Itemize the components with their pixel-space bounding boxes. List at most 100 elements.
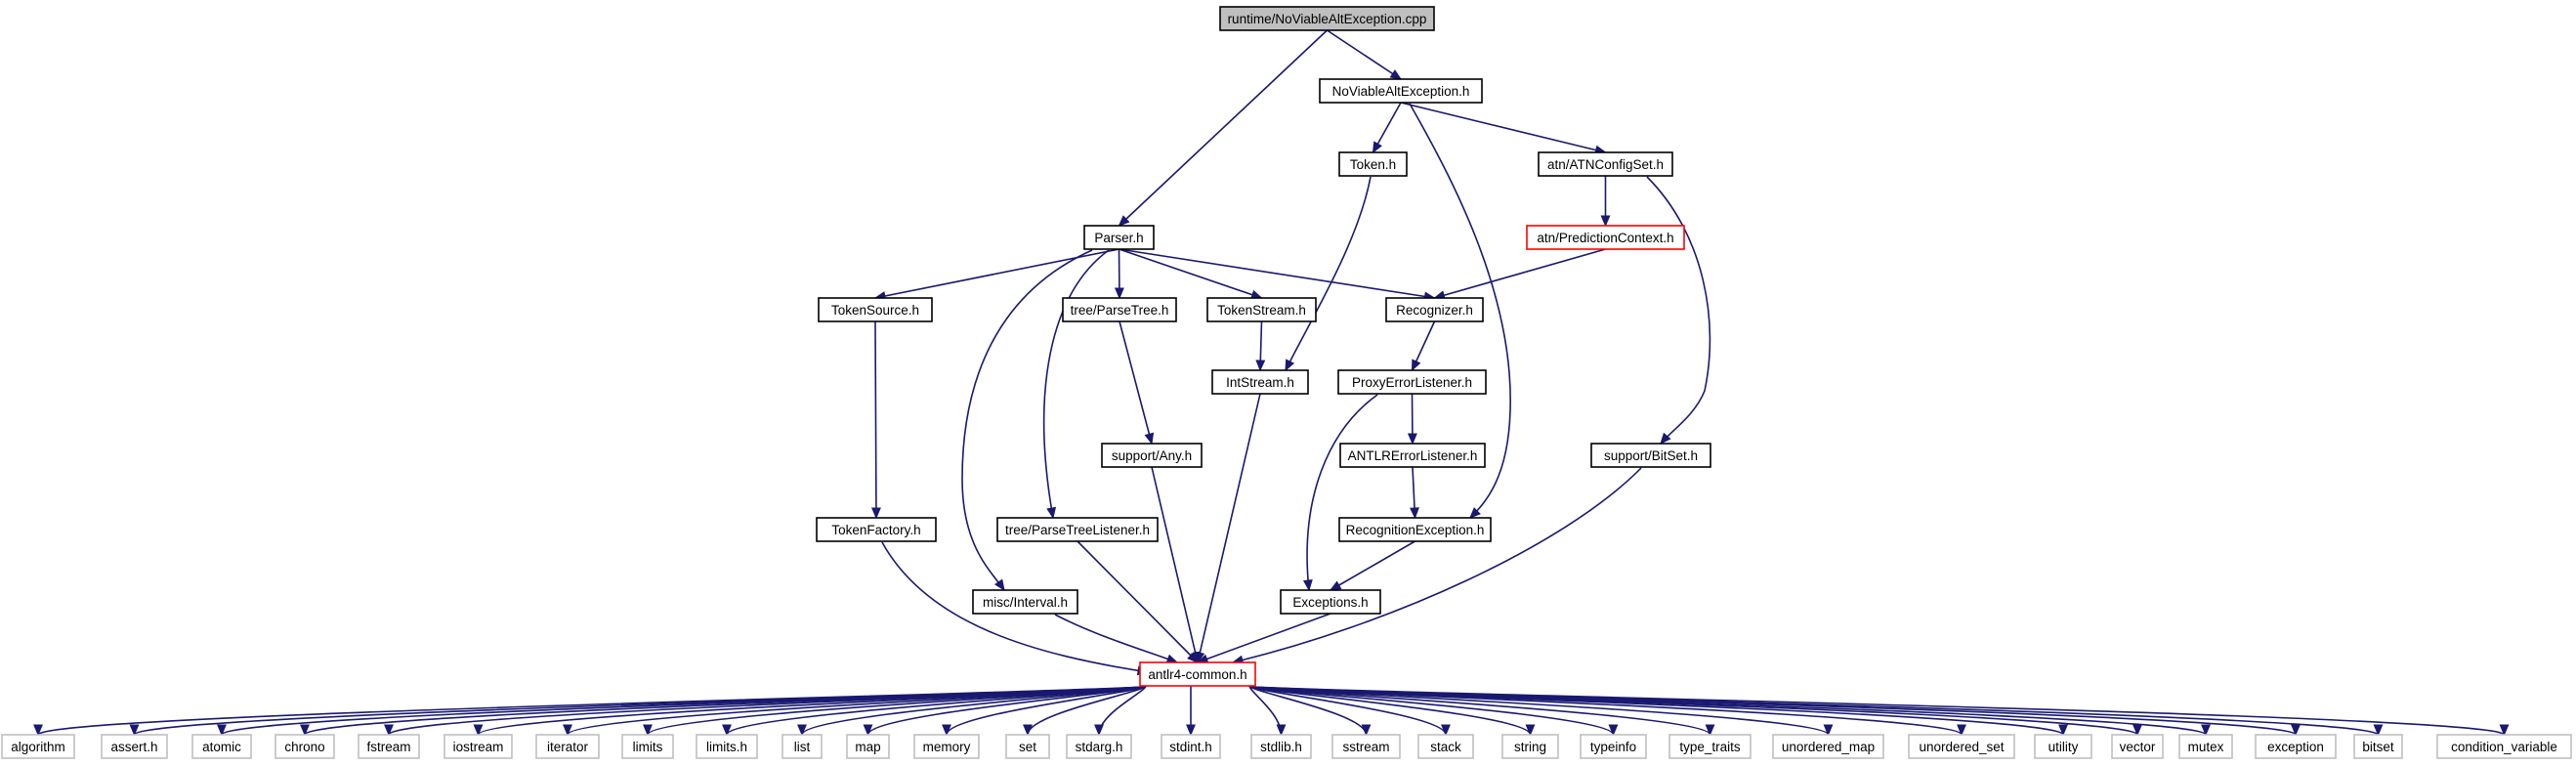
node-s-string[interactable]: string [1501,734,1559,759]
arrowhead-intstream_h-to-common_h [1195,651,1205,664]
node-s-assert[interactable]: assert.h [101,734,168,759]
node-box [913,734,980,759]
node-label: RecognitionException.h [1346,523,1485,537]
node-box [696,734,758,759]
arrowhead-common_h-to-s_list [797,724,807,737]
node-proxyerr-h[interactable]: ProxyErrorListener.h [1337,369,1487,395]
node-label: NoViableAltException.h [1332,84,1470,99]
arrowhead-root-to-parser_h [1118,215,1130,227]
node-s-stdint[interactable]: stdint.h [1161,734,1221,759]
node-bitset-h[interactable]: support/BitSet.h [1590,443,1711,468]
arrowhead-common_h-to-s_assert [129,724,140,737]
node-s-stdlib[interactable]: stdlib.h [1250,734,1312,759]
node-s-sstream[interactable]: sstream [1331,734,1401,759]
node-s-type-traits[interactable]: type_traits [1668,734,1752,759]
node-label: ANTLRErrorListener.h [1348,448,1478,463]
node-s-stack[interactable]: stack [1417,734,1474,759]
node-s-condition-variable[interactable]: condition_variable [2436,734,2572,759]
arrowhead-common_h-to-s_stdint [1186,724,1196,737]
node-antlrerr-h[interactable]: ANTLRErrorListener.h [1339,443,1486,468]
node-any-h[interactable]: support/Any.h [1101,443,1203,468]
node-s-chrono[interactable]: chrono [274,734,335,759]
node-common-h[interactable]: antlr4-common.h [1139,661,1256,687]
node-s-vector[interactable]: vector [2111,734,2164,759]
node-atncs-h[interactable]: atn/ATNConfigSet.h [1538,151,1673,177]
node-label: atomic [202,740,241,754]
edge-bitset_h-to-common_h [1232,467,1642,663]
node-exceptions-h[interactable]: Exceptions.h [1280,589,1381,615]
node-box [1005,734,1050,759]
node-tokensource-h[interactable]: TokenSource.h [818,297,933,322]
node-box [1331,734,1401,759]
node-label: bitset [2362,740,2394,754]
arrowhead-antlrerr_h-to-recexc_h [1410,507,1419,520]
node-s-limits[interactable]: limits [621,734,674,759]
node-box [1161,734,1221,759]
node-label: vector [2120,740,2156,754]
arrowhead-common_h-to-s_unordered_map [1823,724,1834,737]
edge-common_h-to-s_stdlib [1248,685,1283,736]
node-label: runtime/NoViableAltException.cpp [1228,12,1427,26]
edge-common_h-to-s_memory [946,685,1147,736]
node-nvae-h[interactable]: NoViableAltException.h [1319,78,1483,104]
node-box [1083,225,1155,250]
node-label: chrono [284,740,324,754]
arrowhead-recognizer_h-to-proxyerr_h [1411,359,1421,372]
node-recexc-h[interactable]: RecognitionException.h [1338,517,1492,542]
node-box [1908,734,2015,759]
node-label: sstream [1342,740,1389,754]
node-s-limits-h[interactable]: limits.h [696,734,758,759]
node-s-set[interactable]: set [1005,734,1050,759]
node-box [191,734,252,759]
edge-nvae_h-to-recexc_h [1409,103,1511,519]
node-s-bitset[interactable]: bitset [2353,734,2403,759]
node-intstream-h[interactable]: IntStream.h [1211,369,1309,395]
node-s-unordered-set[interactable]: unordered_set [1908,734,2015,759]
arrowhead-parser_h-to-ptlistener_h [1046,506,1057,520]
arrowhead-common_h-to-s_stdlib [1276,724,1287,737]
node-s-iostream[interactable]: iostream [443,734,513,759]
node-tokenstream-h[interactable]: TokenStream.h [1206,297,1317,322]
node-s-stdarg[interactable]: stdarg.h [1066,734,1132,759]
node-s-fstream[interactable]: fstream [358,734,420,759]
node-parsetree-h[interactable]: tree/ParseTree.h [1062,297,1177,322]
node-box [535,734,600,759]
node-s-map[interactable]: map [846,734,890,759]
node-box [1206,297,1317,322]
node-box [2111,734,2164,759]
node-recognizer-h[interactable]: Recognizer.h [1385,297,1484,322]
node-s-algorithm[interactable]: algorithm [1,734,75,759]
arrowhead-tokensource_h-to-tokenfactory_h [870,507,881,520]
node-s-iterator[interactable]: iterator [535,734,600,759]
node-label: unordered_map [1782,740,1875,754]
node-label: tree/ParseTreeListener.h [1005,523,1150,537]
node-s-unordered-map[interactable]: unordered_map [1772,734,1884,759]
node-s-list[interactable]: list [781,734,823,759]
node-ptlistener-h[interactable]: tree/ParseTreeListener.h [996,517,1159,542]
node-interval-h[interactable]: misc/Interval.h [972,589,1078,615]
edge-common_h-to-s_set [1027,685,1147,736]
node-token-h[interactable]: Token.h [1338,151,1408,177]
node-box [1219,6,1435,31]
node-s-atomic[interactable]: atomic [191,734,252,759]
edge-root-to-nvae_h [1327,29,1402,80]
node-s-mutex[interactable]: mutex [2178,734,2233,759]
node-label: string [1514,740,1546,754]
arrowhead-common_h-to-s_fstream [384,724,394,737]
node-s-exception[interactable]: exception [2255,734,2337,759]
node-box [1772,734,1884,759]
node-root[interactable]: runtime/NoViableAltException.cpp [1219,6,1435,31]
node-tokenfactory-h[interactable]: TokenFactory.h [816,517,937,542]
node-parser-h[interactable]: Parser.h [1083,225,1155,250]
arrowhead-common_h-to-s_vector [2133,724,2142,737]
arrowhead-common_h-to-s_sstream [1361,724,1372,737]
node-predctx-h[interactable]: atn/PredictionContext.h [1526,225,1685,250]
node-box [818,297,933,322]
node-s-utility[interactable]: utility [2034,734,2092,759]
edge-parser_h-to-recognizer_h [1119,248,1435,299]
node-label: ProxyErrorListener.h [1352,375,1472,390]
node-label: fstream [366,740,410,754]
node-s-typeinfo[interactable]: typeinfo [1580,734,1647,759]
node-s-memory[interactable]: memory [913,734,980,759]
